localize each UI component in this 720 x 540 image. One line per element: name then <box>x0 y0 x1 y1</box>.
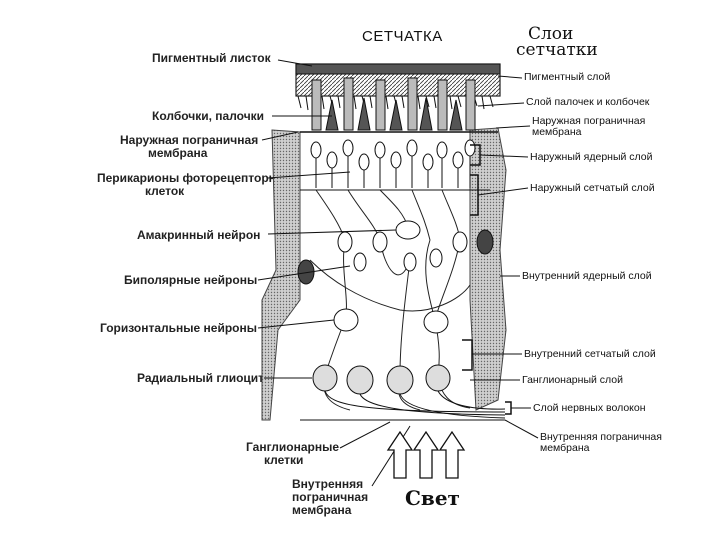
glia-nuclei <box>297 229 494 285</box>
label-perikarya: Перикарионы фоторецепторных клеток <box>97 171 293 198</box>
label-nerve-fiber-layer: Слой нервных волокон <box>533 402 646 414</box>
light-arrow-3 <box>438 430 466 479</box>
label-inner-nuclear-layer: Внутренний ядерный слой <box>522 270 652 282</box>
ganglion-cells <box>312 364 451 395</box>
light-arrow-1 <box>386 430 414 479</box>
photoreceptor-segments <box>311 77 476 131</box>
label-outer-nuclear-layer: Наружный ядерный слой <box>530 151 653 163</box>
leader-lines-right <box>470 75 539 439</box>
label-inner-limiting-membrane-layer: Внутренняя пограничная мембрана <box>540 431 662 454</box>
glia-tissue-right <box>469 127 507 411</box>
diagram-title: СЕТЧАТКА <box>362 28 443 45</box>
inner-nuclei <box>333 220 468 334</box>
label-ganglion-layer: Ганглионарный слой <box>522 374 623 386</box>
label-ganglion-cells: Ганглионарные клетки <box>246 440 340 467</box>
label-rods-cones-layer: Слой палочек и колбочек <box>526 96 650 108</box>
pigment-top-band <box>295 63 501 75</box>
label-inner-limiting-membrane: Внутренняя пограничная мембрана <box>292 477 369 517</box>
photoreceptor-nuclei <box>310 139 476 171</box>
light-label: Свет <box>405 486 460 510</box>
label-radial-gliocyte: Радиальный глиоцит <box>137 371 265 385</box>
light-arrows <box>386 430 466 479</box>
nerve-fibers <box>300 390 506 421</box>
label-inner-plexiform-layer: Внутренний сетчатый слой <box>524 348 656 360</box>
label-outer-plexiform-layer: Наружный сетчатый слой <box>530 182 655 194</box>
label-horizontal-neurons: Горизонтальные нейроны <box>100 321 257 335</box>
label-pigment-layer: Пигментный слой <box>524 71 611 83</box>
layers-heading-line1: Слои <box>528 24 574 44</box>
light-arrow-2 <box>412 430 440 479</box>
label-amacrine-neuron: Амакринный нейрон <box>137 228 261 242</box>
leader-lines-left <box>257 59 411 487</box>
label-cones-rods: Колбочки, палочки <box>152 109 265 123</box>
glia-tissue-left <box>261 129 301 421</box>
label-outer-limiting-membrane: Наружная пограничная мембрана <box>120 133 259 160</box>
layers-heading-line2: сетчатки <box>516 40 598 60</box>
label-bipolar-neurons: Биполярные нейроны <box>124 273 258 287</box>
label-outer-limiting-membrane-layer: Наружная пограничная мембрана <box>532 115 646 138</box>
label-pigment-sheet: Пигментный листок <box>152 51 271 65</box>
